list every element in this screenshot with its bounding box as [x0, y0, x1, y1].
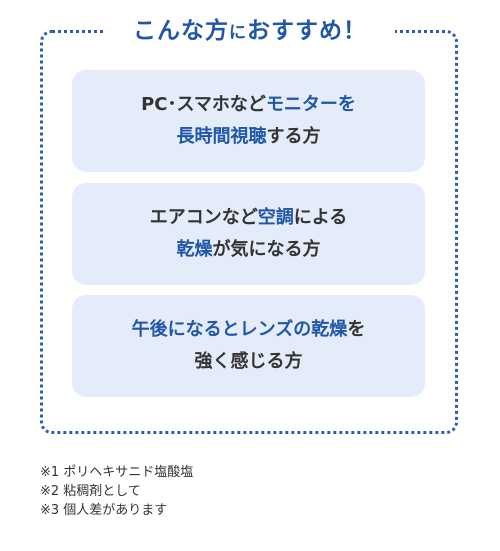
card-text: エアコンなど: [149, 207, 258, 228]
card-text: を: [347, 319, 366, 340]
card-line: エアコンなど空調による: [150, 202, 347, 234]
card-highlight: モニターを: [265, 94, 356, 115]
heading-part1: こんな方: [133, 18, 229, 44]
footnote-1: ※1 ポリヘキサニド塩酸塩: [40, 465, 194, 480]
card-line: 強く感じる方: [195, 346, 303, 378]
card-highlight: 乾燥: [176, 239, 213, 260]
card-text: が気になる方: [212, 239, 321, 260]
recommendation-card-afternoon: 午後になるとレンズの乾燥を 強く感じる方: [72, 295, 425, 397]
card-line: 乾燥が気になる方: [177, 234, 321, 266]
heading-part3: おすすめ！: [247, 18, 367, 44]
card-line: 午後になるとレンズの乾燥を: [132, 314, 366, 346]
card-line: 長時間視聴する方: [177, 121, 321, 153]
card-text: する方: [266, 126, 321, 147]
recommendation-card-aircon: エアコンなど空調による 乾燥が気になる方: [72, 183, 425, 285]
footnote-2: ※2 粘稠剤として: [40, 484, 141, 499]
footnotes: ※1 ポリヘキサニド塩酸塩 ※2 粘稠剤として ※3 個人差があります: [40, 463, 193, 520]
heading-part2: に: [229, 23, 247, 43]
card-line: PC･スマホなどモニターを: [141, 89, 356, 121]
recommendation-card-monitor: PC･スマホなどモニターを 長時間視聴する方: [72, 70, 425, 172]
card-highlight: 長時間視聴: [176, 126, 267, 147]
card-text: PC･スマホなど: [141, 94, 266, 115]
recommendation-heading: こんな方におすすめ！: [105, 12, 395, 50]
card-text: 強く感じる方: [194, 351, 303, 372]
footnote-3: ※3 個人差があります: [40, 503, 168, 518]
card-text: による: [293, 207, 348, 228]
card-highlight: 空調: [257, 207, 294, 228]
card-highlight: 午後になるとレンズの乾燥: [131, 319, 348, 340]
